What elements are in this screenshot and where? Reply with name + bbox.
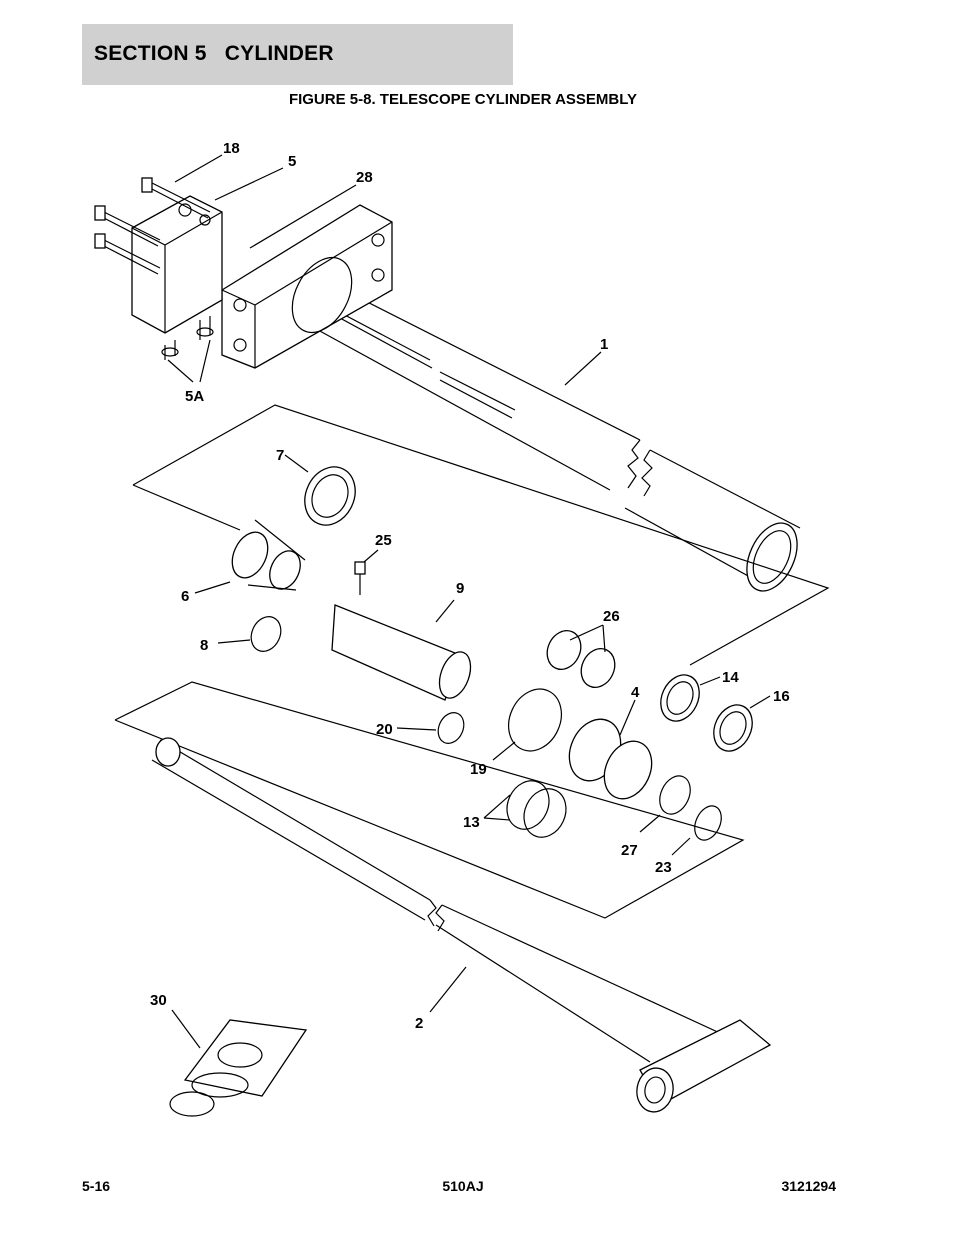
callout-13: 13 — [463, 814, 480, 831]
callout-5a: 5A — [185, 388, 204, 405]
barrel-assembly — [94, 154, 801, 592]
callout-1: 1 — [600, 336, 608, 353]
callout-20: 20 — [376, 721, 393, 738]
footer-doc-number: 3121294 — [781, 1178, 836, 1194]
section-title: SECTION 5 CYLINDER — [94, 42, 334, 66]
callout-27: 27 — [621, 842, 638, 859]
section-name: CYLINDER — [224, 42, 334, 65]
callout-19: 19 — [470, 761, 487, 778]
callout-18: 18 — [223, 140, 240, 157]
figure-title: FIGURE 5-8. TELESCOPE CYLINDER ASSEMBLY — [288, 91, 638, 108]
callout-4: 4 — [631, 684, 640, 701]
middle-parts — [132, 404, 830, 856]
section-number: SECTION 5 — [94, 42, 207, 65]
callout-30: 30 — [150, 992, 167, 1009]
callout-25: 25 — [375, 532, 392, 549]
callout-28: 28 — [356, 169, 373, 186]
callout-14: 14 — [722, 669, 739, 686]
callout-26: 26 — [603, 608, 620, 625]
callout-9: 9 — [456, 580, 464, 597]
callout-16: 16 — [773, 688, 790, 705]
callout-5: 5 — [288, 153, 296, 170]
rod-assembly — [114, 681, 772, 1113]
callout-6: 6 — [181, 588, 189, 605]
callout-7: 7 — [276, 447, 284, 464]
seal-kit — [169, 1009, 308, 1117]
callout-8: 8 — [200, 637, 208, 654]
footer-model: 510AJ — [442, 1178, 484, 1194]
callout-2: 2 — [415, 1015, 423, 1032]
section-header: SECTION 5 CYLINDER — [82, 24, 513, 85]
footer-page-number: 5-16 — [82, 1178, 111, 1194]
callout-23: 23 — [655, 859, 672, 876]
